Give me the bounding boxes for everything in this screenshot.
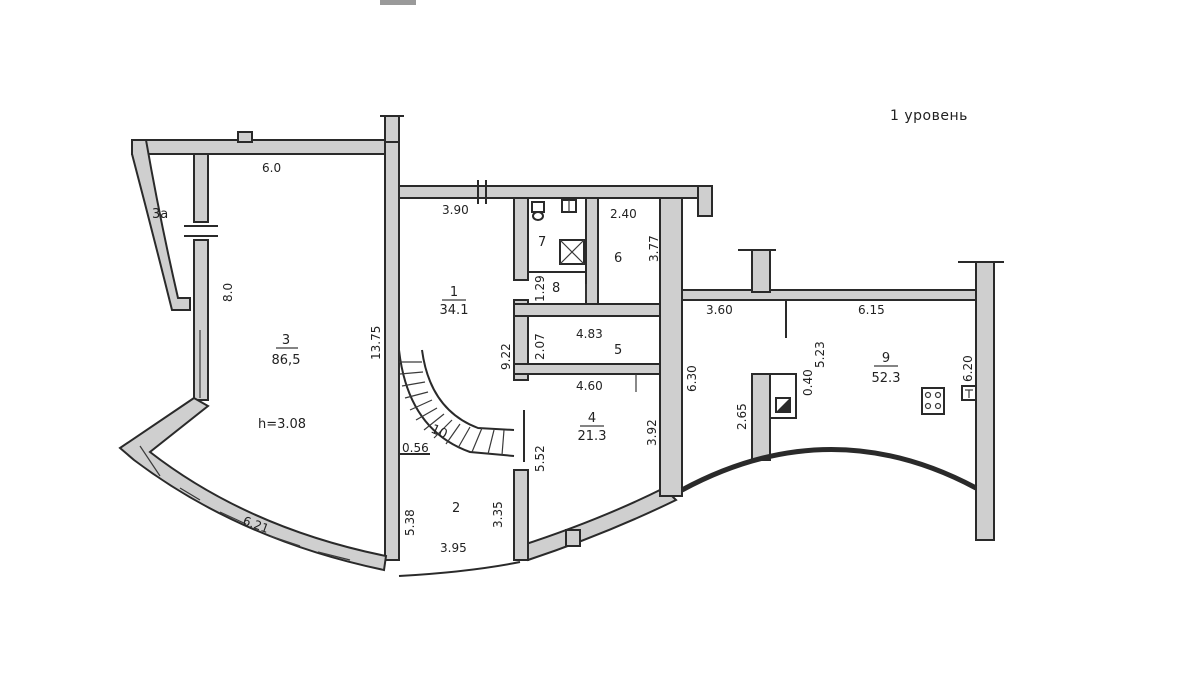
dim-6-30: 6.30 (685, 365, 699, 392)
wall-top-middle (398, 185, 713, 199)
wall-chimney (237, 131, 253, 143)
dim-9-22: 9.22 (499, 343, 513, 370)
wall-below-5 (513, 363, 671, 375)
wall-partition-7-6 (585, 197, 599, 305)
stair-number: 10 (428, 422, 449, 442)
dim-3-90: 3.90 (442, 203, 469, 217)
wall-below-6-8 (513, 303, 671, 317)
wall-room-3a (131, 139, 191, 311)
room-9-number: 9 (882, 351, 890, 366)
level-title: 1 уровень (890, 108, 968, 124)
dim-6-20: 6.20 (961, 355, 975, 382)
dim-2-40: 2.40 (610, 207, 637, 221)
room-1-number: 1 (450, 285, 458, 300)
vent-icon (775, 397, 791, 413)
dim-6-15: 6.15 (858, 303, 885, 317)
wall-right-6-4 (659, 197, 683, 497)
wall-room-9-right (975, 261, 995, 541)
dim-3-35: 3.35 (491, 501, 505, 528)
wall-partition-3a-3 (193, 153, 209, 223)
stove-icon (921, 387, 945, 415)
room-1-area: 34.1 (440, 303, 469, 318)
wall-room-9-top (681, 289, 991, 301)
dim-3-92: 3.92 (645, 419, 659, 446)
wall-room-9-inner (751, 373, 771, 461)
wall-bottom-curve (398, 561, 521, 577)
dim-3-77: 3.77 (647, 235, 661, 262)
window-bay-1 (139, 445, 161, 477)
dim-13-75: 13.75 (369, 326, 383, 360)
sink-icon (561, 199, 577, 213)
room-3-number: 3 (282, 333, 290, 348)
dim-1-29: 1.29 (533, 275, 547, 302)
dim-4-83: 4.83 (576, 327, 603, 341)
room-9-box (769, 373, 797, 419)
window-bay-2 (179, 487, 201, 501)
room-3a-number: 3а (152, 207, 168, 222)
scan-mark (380, 0, 416, 5)
room-4-number: 4 (588, 411, 596, 426)
wall-top-left (131, 139, 393, 155)
dim-2-65: 2.65 (735, 403, 749, 430)
wall-bottom-curve-4 (518, 486, 678, 562)
wall-partition-3a-3-low (193, 239, 209, 401)
dim-6-21: 6.21 (241, 514, 271, 536)
dim-8-0: 8.0 (221, 283, 235, 302)
dim-3-95: 3.95 (440, 541, 467, 555)
wall-room-2-right (513, 469, 529, 561)
dim-5-23: 5.23 (813, 341, 827, 368)
room-9-area: 52.3 (872, 371, 901, 386)
wall-room-9-column (751, 249, 771, 293)
wall-partition-1-5 (513, 299, 529, 381)
room-7-number: 7 (538, 235, 546, 250)
wall-top-right-stub (697, 185, 713, 217)
room-2-number: 2 (452, 501, 460, 516)
dim-6-0: 6.0 (262, 161, 281, 175)
meter-icon (961, 385, 977, 401)
wall-room-4-window (565, 529, 581, 547)
room-5-number: 5 (614, 343, 622, 358)
dim-0-40: 0.40 (801, 369, 815, 396)
shower-icon (559, 239, 585, 265)
room-6-number: 6 (614, 251, 622, 266)
window-bay-5 (317, 551, 351, 561)
dim-4-60: 4.60 (576, 379, 603, 393)
wall-room-9-curve (680, 447, 978, 493)
dim-3-60: 3.60 (706, 303, 733, 317)
dim-5-38: 5.38 (403, 509, 417, 536)
spiral-staircase (398, 349, 515, 457)
window-bay-3 (219, 511, 247, 525)
dim-2-07: 2.07 (533, 333, 547, 360)
room-3-ceiling-height: h=3.08 (258, 417, 306, 432)
wall-partition-1-7 (513, 197, 529, 281)
wall-bay-room-3 (118, 396, 388, 572)
room-3-area: 86,5 (272, 353, 301, 368)
room-4-area: 21.3 (578, 429, 607, 444)
window-bay-4 (269, 535, 301, 547)
dim-5-52: 5.52 (533, 445, 547, 472)
room-8-number: 8 (552, 281, 560, 296)
wall-partition-3-1 (384, 139, 400, 561)
wall-stub-top (384, 115, 400, 143)
toilet-icon (531, 201, 545, 221)
dim-0-56: 0.56 (402, 441, 429, 455)
